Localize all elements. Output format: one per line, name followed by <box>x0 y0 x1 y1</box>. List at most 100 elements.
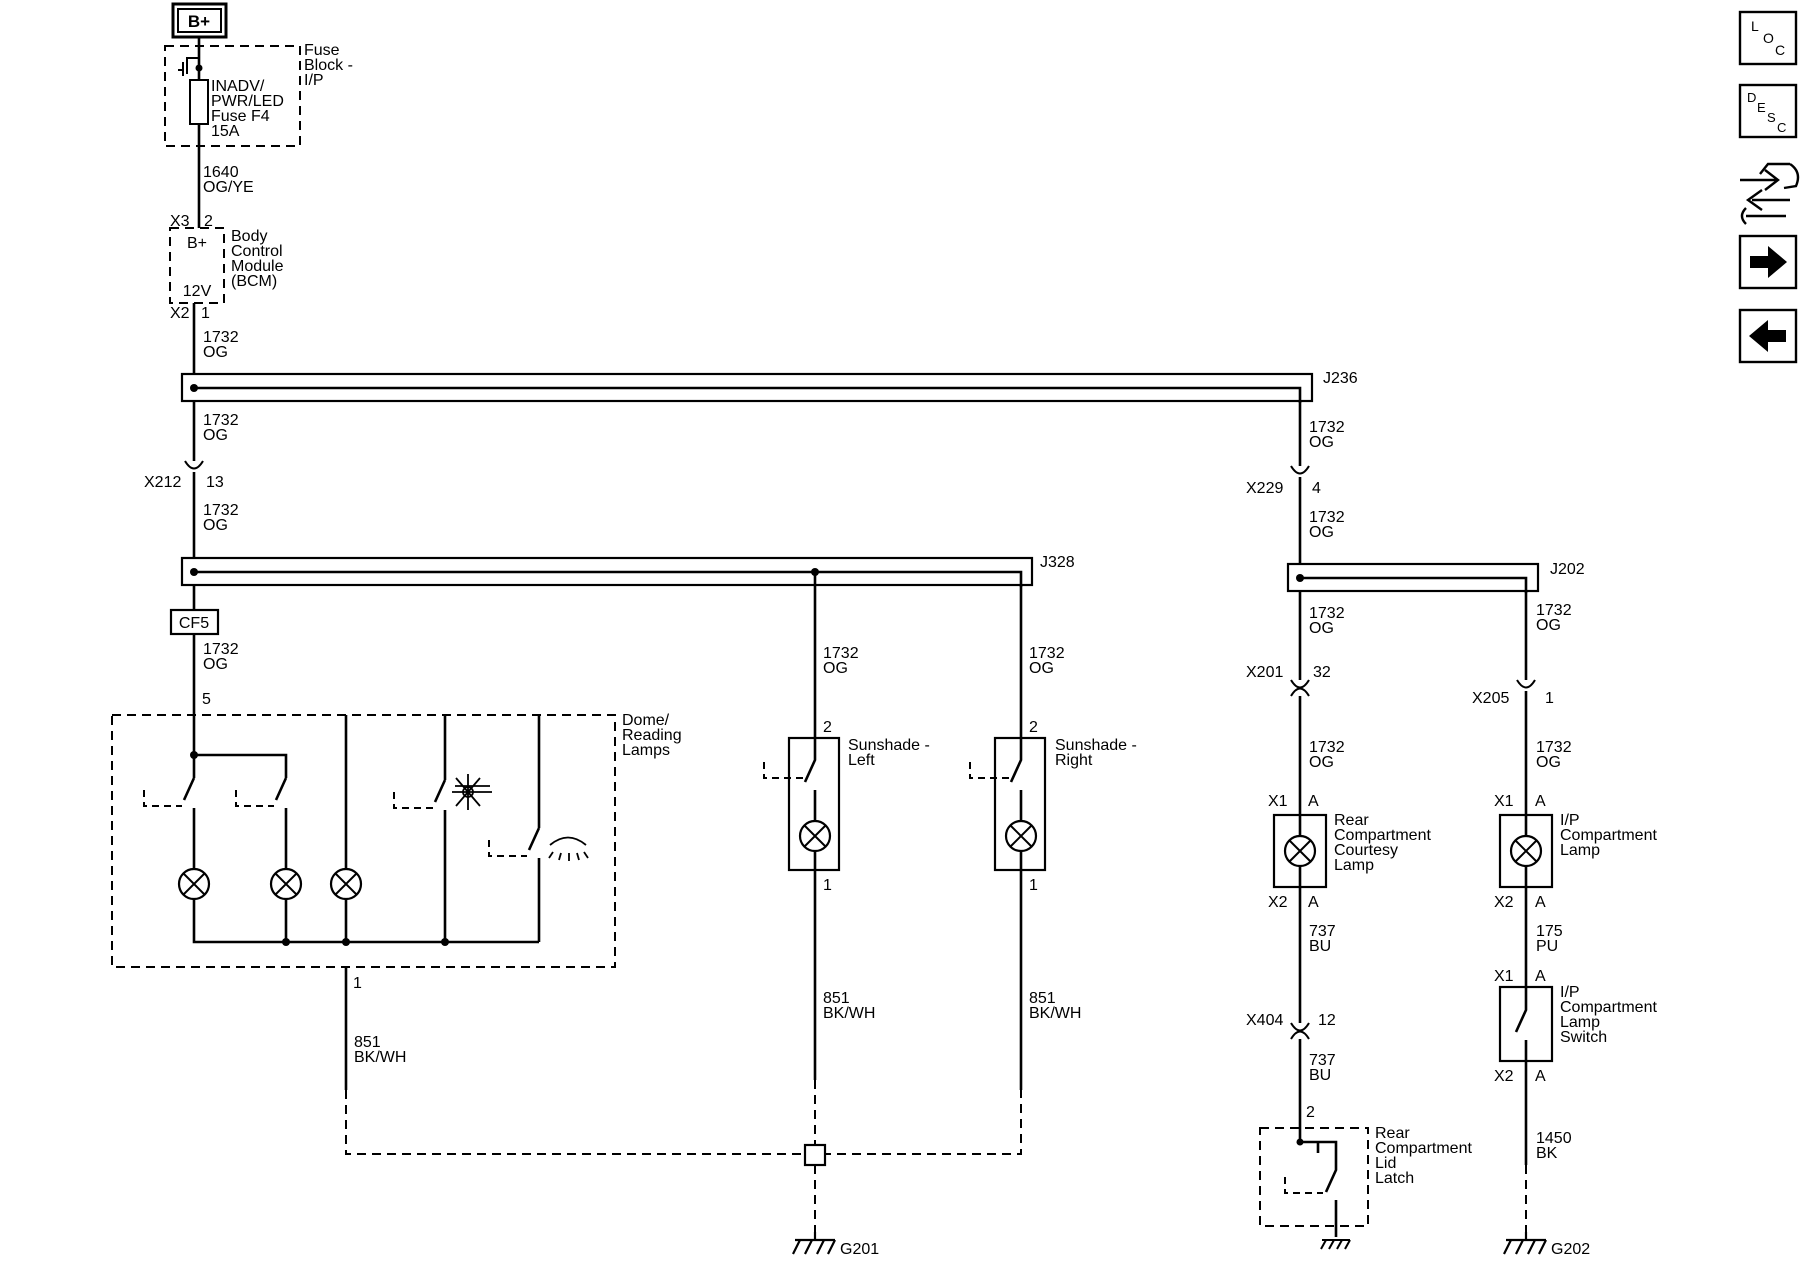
ip-switch-x2-pin: A <box>1535 1068 1546 1085</box>
ip-switch-x1: X1 <box>1494 968 1514 985</box>
ip-switch-x1-pin: A <box>1535 968 1546 985</box>
sunshade-left: Sunshade -Left <box>763 736 930 872</box>
arrow-left-icon <box>1749 320 1786 352</box>
splice-j328: J328 <box>180 554 1075 587</box>
connector-x404-label: X404 <box>1246 1012 1283 1029</box>
splice-j328-label: J328 <box>1040 554 1075 571</box>
desc-letter-3: S <box>1767 110 1776 125</box>
ip-lamp-x1: X1 <box>1494 793 1514 810</box>
reading-lamp-icon <box>548 836 589 861</box>
rear-lamp-x2: X2 <box>1268 894 1288 911</box>
splice-cf5: CF5 <box>169 608 220 636</box>
loc-letter-2: O <box>1763 30 1774 46</box>
connector-x205-label: X205 <box>1472 690 1509 707</box>
loc-letter-3: C <box>1775 42 1785 58</box>
sunshade-right-pin-top: 2 <box>1029 719 1038 736</box>
sunshade-right: Sunshade -Right <box>969 736 1137 872</box>
connector-x201 <box>1290 679 1310 689</box>
connector-x205-pin: 1 <box>1545 690 1554 707</box>
rear-lamp-x1: X1 <box>1268 793 1288 810</box>
previous-button[interactable] <box>1738 308 1798 364</box>
connector-x201-pin: 32 <box>1313 664 1331 681</box>
bcm-pin-in: 2 <box>204 213 213 230</box>
bcm-connector-out: X2 <box>170 305 190 322</box>
dome-pin-out: 1 <box>353 975 362 992</box>
connector-repair-icon[interactable] <box>1740 162 1800 225</box>
bcm-terminal-in: B+ <box>187 235 207 252</box>
connector-x201-label: X201 <box>1246 664 1283 681</box>
map-lamp-icon <box>452 774 492 810</box>
bcm-terminal-out: 12V <box>183 283 212 300</box>
ground-icon <box>792 1232 836 1255</box>
lamp-bulb-icon <box>177 867 211 901</box>
sunshade-left-name: Sunshade -Left <box>848 737 930 769</box>
arrow-right-icon <box>1750 246 1787 278</box>
toolbar: L O C D E S C <box>1738 10 1800 364</box>
connector-x229 <box>1290 465 1310 475</box>
loc-letter-1: L <box>1751 18 1759 34</box>
connector-x201-mate <box>1290 687 1310 697</box>
next-button[interactable] <box>1738 234 1798 290</box>
ground-g201-label: G201 <box>840 1241 879 1258</box>
connector-x229-label: X229 <box>1246 480 1283 497</box>
bcm-pin-out: 1 <box>201 305 210 322</box>
connector-x212-pin: 13 <box>206 474 224 491</box>
ip-switch-x2: X2 <box>1494 1068 1514 1085</box>
ground-g201-circuit: G201 <box>345 1080 1022 1258</box>
lamp-bulb-icon <box>269 867 303 901</box>
desc-letter-2: E <box>1757 100 1766 115</box>
sunshade-right-name: Sunshade -Right <box>1055 737 1137 769</box>
connector-x229-pin: 4 <box>1312 480 1321 497</box>
location-button[interactable]: L O C <box>1738 10 1798 66</box>
connector-x404-pin: 12 <box>1318 1012 1336 1029</box>
desc-letter-4: C <box>1777 120 1786 135</box>
lamp-bulb-icon <box>329 867 363 901</box>
ip-lamp-x2-pin: A <box>1535 894 1546 911</box>
rear-lamp-x2-pin: A <box>1308 894 1319 911</box>
splice-j202-label: J202 <box>1550 561 1585 578</box>
sunshade-right-pin-bottom: 1 <box>1029 877 1038 894</box>
ground-g202-label: G202 <box>1551 1241 1590 1258</box>
connector-x404 <box>1290 1022 1310 1032</box>
sunshade-left-pin-bottom: 1 <box>823 877 832 894</box>
ip-lamp-x1-pin: A <box>1535 793 1546 810</box>
connector-x205 <box>1516 679 1536 689</box>
splice-cf5-label: CF5 <box>179 615 209 632</box>
connector-x404-mate <box>1290 1030 1310 1040</box>
description-button[interactable]: D E S C <box>1738 83 1798 139</box>
lid-latch-pin: 2 <box>1306 1104 1315 1121</box>
connector-x212-label: X212 <box>144 474 181 491</box>
ground-icon <box>1320 1239 1351 1250</box>
battery-supply: B+ <box>171 2 228 39</box>
